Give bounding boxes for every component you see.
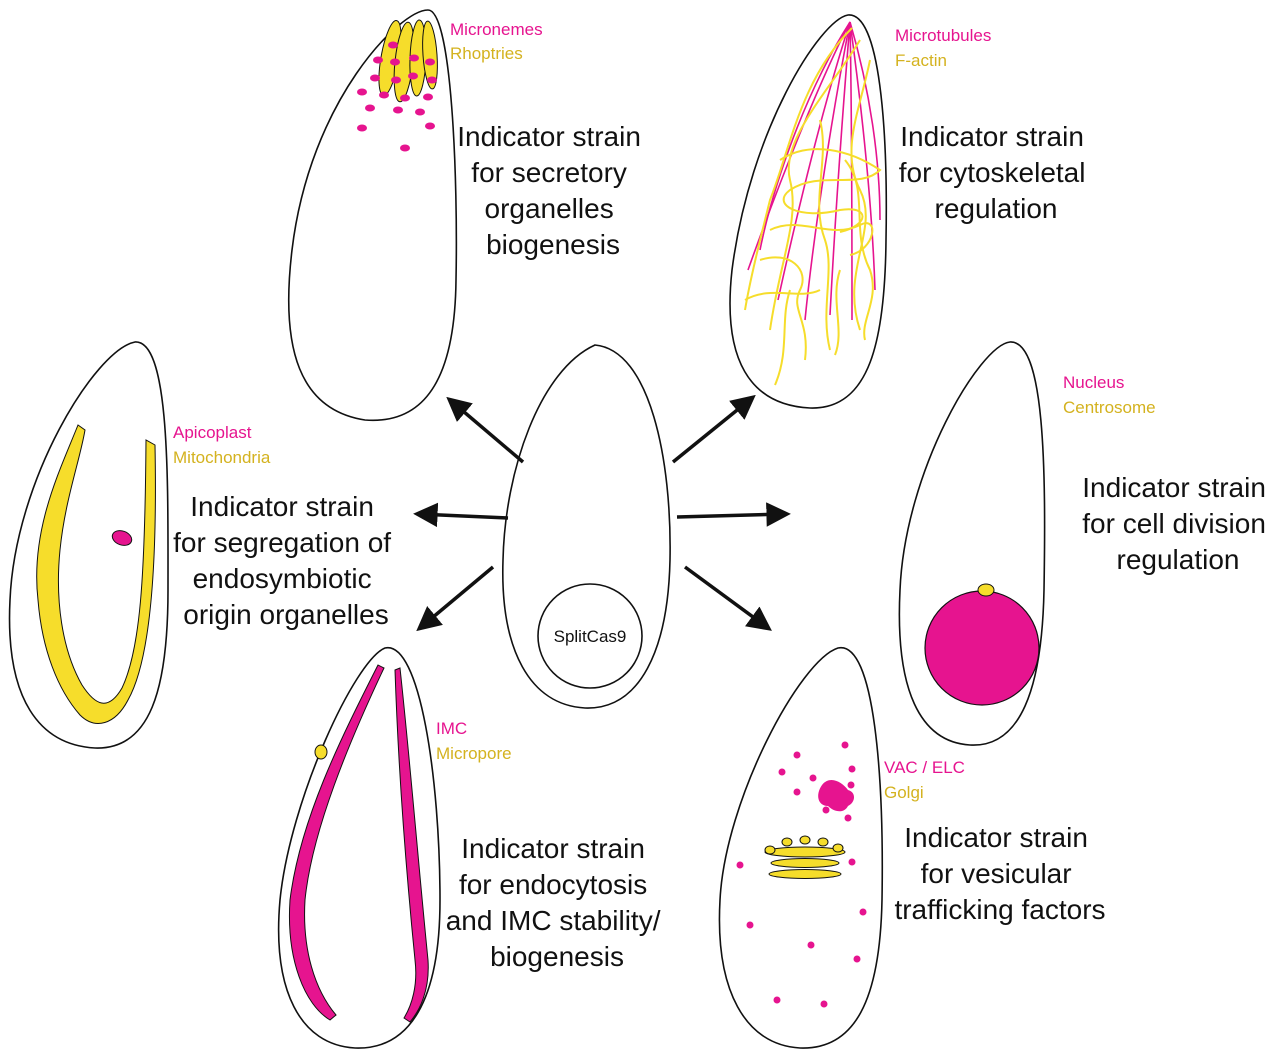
caption-segregation-line-1: Indicator strain — [190, 491, 374, 522]
label-imc: IMC — [436, 719, 467, 738]
label-apicoplast: Apicoplast — [173, 423, 252, 442]
caption-endocytosis-line-3: and IMC stability/ — [446, 905, 661, 936]
caption-segregation-line-3: endosymbiotic — [193, 563, 372, 594]
label-centrosome: Centrosome — [1063, 398, 1156, 417]
caption-cytoskeleton-line-3: regulation — [935, 193, 1058, 224]
caption-secretory-line-4: biogenesis — [486, 229, 620, 260]
panel-division: Nucleus Centrosome Indicator strain for … — [899, 342, 1273, 745]
caption-division-line-2: for cell division — [1082, 508, 1266, 539]
caption-division-line-1: Indicator strain — [1082, 472, 1266, 503]
caption-secretory-line-2: for secretory — [471, 157, 627, 188]
caption-trafficking-line-1: Indicator strain — [904, 822, 1088, 853]
label-vac-elc: VAC / ELC — [884, 758, 965, 777]
label-golgi: Golgi — [884, 783, 924, 802]
caption-division: Indicator strain for cell division regul… — [1082, 472, 1273, 575]
center-cell: SplitCas9 — [503, 345, 670, 708]
micropore — [315, 745, 327, 759]
caption-segregation-line-4: origin organelles — [183, 599, 388, 630]
label-microtubules: Microtubules — [895, 26, 991, 45]
arrow-to-segregation — [418, 514, 508, 518]
caption-cytoskeleton-line-1: Indicator strain — [900, 121, 1084, 152]
caption-trafficking: Indicator strain for vesicular trafficki… — [894, 822, 1105, 925]
arrow-to-endocytosis — [420, 567, 493, 628]
caption-segregation: Indicator strain for segregation of endo… — [173, 491, 399, 630]
label-f-actin: F-actin — [895, 51, 947, 70]
splitcas9-label: SplitCas9 — [554, 627, 627, 646]
panel-cytoskeleton: Microtubules F-actin Indicator strain fo… — [730, 15, 1093, 408]
caption-secretory-line-1: Indicator strain — [457, 121, 641, 152]
arrow-to-trafficking — [685, 567, 768, 628]
caption-trafficking-line-3: trafficking factors — [894, 894, 1105, 925]
caption-segregation-line-2: for segregation of — [173, 527, 391, 558]
label-micropore: Micropore — [436, 744, 512, 763]
caption-division-line-3: regulation — [1117, 544, 1240, 575]
caption-endocytosis-line-2: for endocytosis — [459, 869, 647, 900]
arrow-to-cytoskeleton — [673, 398, 752, 462]
caption-secretory: Indicator strain for secretory organelle… — [457, 121, 648, 260]
panel-trafficking: VAC / ELC Golgi Indicator strain for ves… — [719, 648, 1105, 1048]
caption-trafficking-line-2: for vesicular — [921, 858, 1072, 889]
panel-endocytosis: IMC Micropore Indicator strain for endoc… — [279, 648, 669, 1048]
arrow-to-secretory — [450, 400, 523, 462]
arrow-to-division — [677, 514, 786, 517]
caption-endocytosis-line-1: Indicator strain — [461, 833, 645, 864]
caption-cytoskeleton-line-2: for cytoskeletal — [899, 157, 1086, 188]
label-micronemes: Micronemes — [450, 20, 543, 39]
label-mitochondria: Mitochondria — [173, 448, 271, 467]
label-rhoptries: Rhoptries — [450, 44, 523, 63]
caption-endocytosis: Indicator strain for endocytosis and IMC… — [446, 833, 669, 972]
nucleus — [925, 591, 1039, 705]
label-nucleus: Nucleus — [1063, 373, 1124, 392]
caption-endocytosis-line-4: biogenesis — [490, 941, 624, 972]
caption-secretory-line-3: organelles — [485, 193, 614, 224]
caption-cytoskeleton: Indicator strain for cytoskeletal regula… — [899, 121, 1094, 224]
centrosome — [978, 584, 994, 596]
